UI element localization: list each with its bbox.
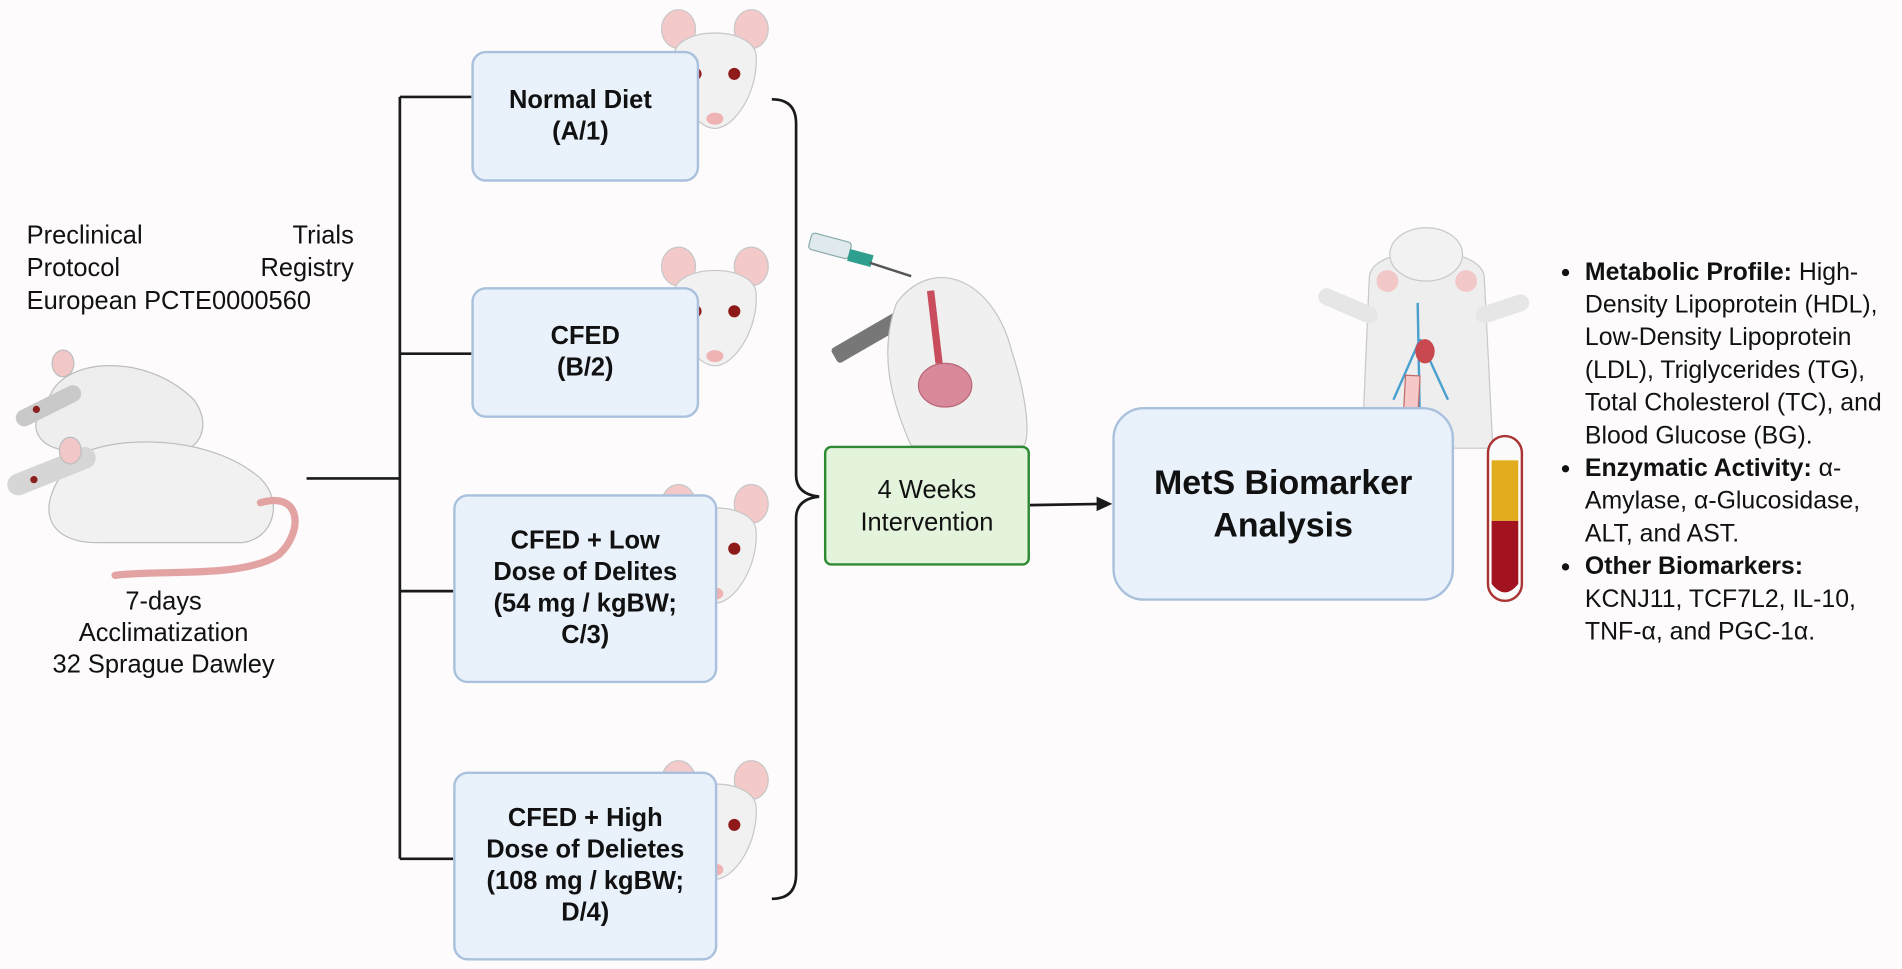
group-a-line2: (A/1) xyxy=(552,117,609,146)
biomarker-item: Other Biomarkers: KCNJ11, TCF7L2, IL-10,… xyxy=(1585,550,1902,648)
group-c-box: CFED + Low Dose of Delites (54 mg / kgBW… xyxy=(453,494,718,684)
group-d-line3: (108 mg / kgBW; xyxy=(486,867,684,896)
registry-line2-right: Registry xyxy=(260,254,354,283)
registry-line1-right: Trials xyxy=(292,221,354,250)
group-d-line2: Dose of Delietes xyxy=(486,835,685,864)
group-a-box: Normal Diet (A/1) xyxy=(471,50,700,182)
group-b-line1: CFED xyxy=(550,322,620,351)
acclimatization-info: 7-days Acclimatization 32 Sprague Dawley xyxy=(12,586,315,680)
group-c-line3: (54 mg / kgBW; xyxy=(493,589,677,618)
dissection-rat-icon xyxy=(887,277,1028,447)
group-c-line1: CFED + Low xyxy=(510,526,660,555)
rat-pair-icon xyxy=(7,349,299,580)
analysis-line1: MetS Biomarker xyxy=(1154,463,1413,502)
group-d-line4: D/4) xyxy=(561,898,610,927)
intervention-box: 4 Weeks Intervention xyxy=(823,445,1030,566)
biomarker-item: Enzymatic Activity: α-Amylase, α-Glucosi… xyxy=(1585,452,1902,550)
group-b-box: CFED (B/2) xyxy=(471,287,700,418)
group-c-line4: C/3) xyxy=(561,621,610,650)
acclim-line3: 32 Sprague Dawley xyxy=(52,650,275,679)
biomarker-text: High-Density Lipoprotein (HDL), Low-Dens… xyxy=(1584,258,1882,450)
analysis-box: MetS Biomarker Analysis xyxy=(1112,406,1455,601)
biomarker-label: Other Biomarkers: xyxy=(1584,552,1804,581)
analysis-line2: Analysis xyxy=(1213,506,1353,544)
biomarker-text: α-Amylase, α-Glucosidase, ALT, and AST. xyxy=(1584,454,1861,548)
biomarker-list: Metabolic Profile: High-Density Lipoprot… xyxy=(1553,256,1902,648)
biomarker-text: KCNJ11, TCF7L2, IL-10, TNF-α, and PGC-1α… xyxy=(1584,585,1856,646)
biomarker-item: Metabolic Profile: High-Density Lipoprot… xyxy=(1585,256,1902,452)
registry-line3: European PCTE0000560 xyxy=(26,287,312,315)
analysis-arrow-line xyxy=(1029,502,1101,507)
acclim-line1: 7-days xyxy=(125,587,202,616)
analysis-arrowhead xyxy=(1096,496,1113,512)
group-c-line2: Dose of Delites xyxy=(493,558,678,587)
registry-line2-left: Protocol xyxy=(26,254,121,283)
group-d-line1: CFED + High xyxy=(507,804,663,833)
right-brace xyxy=(771,97,820,901)
acclim-line2: Acclimatization xyxy=(78,618,249,647)
registry-line1-left: Preclinical xyxy=(26,221,143,250)
group-d-box: CFED + High Dose of Delietes (108 mg / k… xyxy=(453,771,718,961)
group-a-line1: Normal Diet xyxy=(508,86,652,114)
intervention-line2: Intervention xyxy=(860,508,994,537)
biomarker-label: Metabolic Profile: xyxy=(1584,258,1792,286)
biomarker-label: Enzymatic Activity: xyxy=(1584,454,1812,483)
registry-info: Preclinical Trials Protocol Registry Eur… xyxy=(27,219,354,317)
group-b-line2: (B/2) xyxy=(556,353,614,382)
intervention-line1: 4 Weeks xyxy=(877,475,977,504)
blood-tube-icon xyxy=(1486,434,1524,603)
